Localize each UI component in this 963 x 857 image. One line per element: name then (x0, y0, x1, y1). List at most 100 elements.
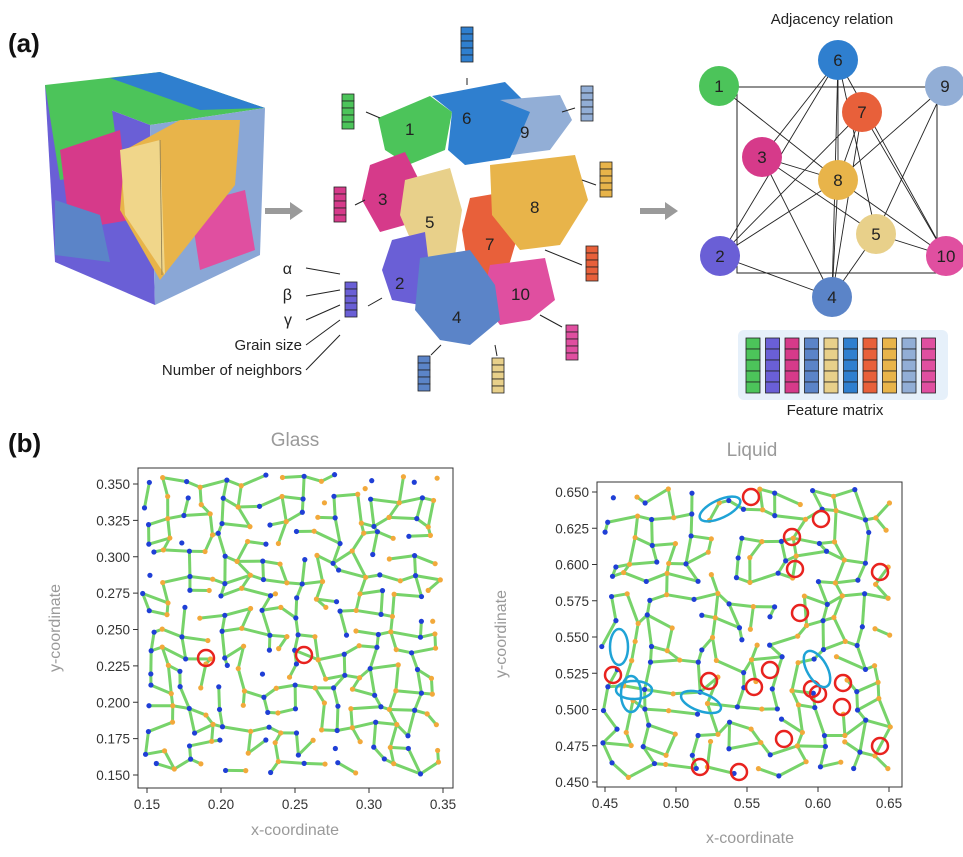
panel-a-label: (a) (8, 28, 40, 58)
atom (143, 752, 148, 757)
atom (741, 670, 746, 675)
atom (605, 684, 610, 689)
vector-cell (345, 296, 357, 303)
atom (187, 549, 192, 554)
atom (394, 722, 399, 727)
vector-cell (418, 384, 430, 391)
atom (248, 573, 253, 578)
atom (172, 766, 177, 771)
atom (420, 495, 425, 500)
y-tick-label: 0.200 (96, 695, 130, 710)
vector-cell (342, 122, 354, 129)
atom (236, 504, 241, 509)
vector-cell (492, 365, 504, 372)
atom (350, 687, 355, 692)
atom (179, 634, 184, 639)
matrix-cell (863, 338, 877, 349)
atom (696, 660, 701, 665)
atom (600, 740, 605, 745)
atom (147, 480, 152, 485)
atom (182, 605, 187, 610)
exploded-grains (362, 82, 588, 345)
vector-cell (334, 201, 346, 208)
matrix-cell (902, 360, 916, 371)
adjacency-edge (838, 60, 876, 234)
atom (160, 626, 165, 631)
vector-cell (342, 115, 354, 122)
bond (392, 594, 394, 616)
atom (412, 708, 417, 713)
atom (268, 593, 273, 598)
bond (200, 487, 201, 504)
bond (652, 519, 653, 545)
vector-cell (492, 386, 504, 393)
bond (698, 662, 700, 692)
atom (186, 495, 191, 500)
atom (316, 657, 321, 662)
atom (243, 768, 248, 773)
atom (401, 474, 406, 479)
vector-cell (581, 114, 593, 121)
bond (835, 511, 837, 542)
matrix-cell (922, 349, 936, 360)
atom (776, 571, 781, 576)
vector-cell (600, 176, 612, 183)
atom (248, 606, 253, 611)
atom (221, 496, 226, 501)
bond (238, 506, 259, 507)
graph-node-label: 9 (940, 77, 949, 96)
atom (621, 570, 626, 575)
atom (883, 528, 888, 533)
atom (418, 771, 423, 776)
atom (715, 732, 720, 737)
atom (331, 685, 336, 690)
atom (834, 654, 839, 659)
matrix-cell (883, 371, 897, 382)
vector-cell (418, 377, 430, 384)
atom (205, 638, 210, 643)
atom (842, 739, 847, 744)
atom (320, 579, 325, 584)
atom (146, 522, 151, 527)
matrix-cell (844, 382, 858, 393)
atom (219, 521, 224, 526)
atom (166, 663, 171, 668)
matrix-cell (883, 360, 897, 371)
matrix-cell (863, 382, 877, 393)
atom (165, 600, 170, 605)
atom (689, 491, 694, 496)
atom (276, 646, 281, 651)
atom (843, 639, 848, 644)
svg-text:10: 10 (511, 285, 530, 304)
atom (760, 507, 765, 512)
vector-cell (586, 274, 598, 281)
matrix-cell (883, 349, 897, 360)
bond (389, 709, 414, 710)
bond (337, 706, 338, 730)
atom (433, 561, 438, 566)
atom (335, 704, 340, 709)
atom (267, 648, 272, 653)
atom (398, 578, 403, 583)
atom (664, 571, 669, 576)
matrix-cell (785, 371, 799, 382)
atom (300, 510, 305, 515)
panel-b-label: (b) (8, 428, 41, 458)
y-tick-label: 0.550 (555, 630, 589, 645)
atom (804, 623, 809, 628)
atom (187, 574, 192, 579)
atom (332, 472, 337, 477)
atom (246, 751, 251, 756)
atom (770, 686, 775, 691)
atom (354, 608, 359, 613)
atom (842, 557, 847, 562)
atom (626, 775, 631, 780)
atom (418, 635, 423, 640)
atom (234, 559, 239, 564)
atom (699, 613, 704, 618)
atom (382, 756, 387, 761)
atom (148, 682, 153, 687)
atom (357, 675, 362, 680)
atom (613, 618, 618, 623)
atom (335, 728, 340, 733)
